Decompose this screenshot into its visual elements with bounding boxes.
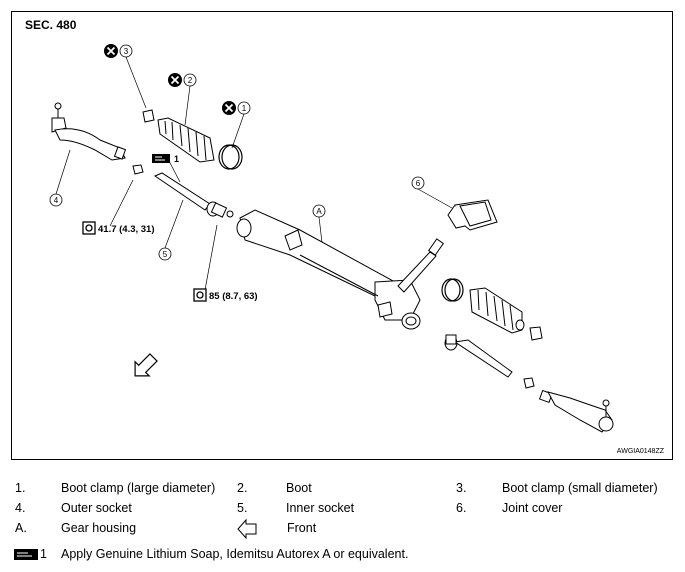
legend-num-6: 6. <box>456 501 467 515</box>
torque-outer-label: 41.7 (4.3, 31) <box>98 224 155 235</box>
legend-num-4: 4. <box>15 501 26 515</box>
legend-text-A: Gear housing <box>61 521 137 535</box>
outer-socket-right <box>538 389 614 433</box>
boot-clamp-large <box>218 144 243 170</box>
legend-num-2: 2. <box>237 481 248 495</box>
legend-text-2: Boot <box>286 481 312 495</box>
torque-wrench-icon <box>82 221 96 235</box>
legend-grease-text: Apply Genuine Lithium Soap, Idemitsu Aut… <box>61 547 409 561</box>
do-not-reuse-icon <box>167 72 183 88</box>
legend-text-6: Joint cover <box>502 501 563 515</box>
callout-2-text: 2 <box>188 76 193 85</box>
legend-text-5: Inner socket <box>286 501 355 515</box>
figure-code: AWGIA0148ZZ <box>616 448 664 455</box>
do-not-reuse-icon <box>221 100 237 116</box>
do-not-reuse-icon <box>103 43 119 59</box>
outer-socket-left <box>51 102 127 161</box>
boot-right <box>469 287 525 334</box>
torque-inner-label: 85 (8.7, 63) <box>209 291 258 302</box>
torque-wrench-icon <box>193 288 207 302</box>
grease-mark-label: 1 <box>174 154 179 164</box>
legend-grease-num: 1 <box>40 547 47 561</box>
inner-socket-left <box>153 172 234 218</box>
legend-num-5: 5. <box>237 501 248 515</box>
diagram-frame: SEC. 480 AWGIA0148ZZ <box>11 11 673 460</box>
joint-cover <box>447 199 498 231</box>
boot-left <box>157 117 215 163</box>
legend-num-1: 1. <box>15 481 26 495</box>
grease-icon <box>152 154 170 163</box>
legend-num-A: A. <box>15 521 27 535</box>
boot-clamp-small <box>142 109 155 123</box>
legend-front-text: Front <box>287 521 317 535</box>
callout-3-text: 3 <box>124 47 129 56</box>
grease-icon <box>14 549 38 560</box>
callout-6-text: 6 <box>416 179 421 188</box>
legend-text-3: Boot clamp (small diameter) <box>502 481 658 495</box>
callout-5-text: 5 <box>163 250 168 259</box>
section-title: SEC. 480 <box>25 18 77 32</box>
callout-1-text: 1 <box>242 104 247 113</box>
lock-nut-left <box>132 164 144 175</box>
callout-A-text: A <box>316 207 322 216</box>
front-arrow-icon <box>134 353 158 377</box>
front-arrow-icon <box>237 518 257 540</box>
boot-clamp-small-right <box>529 326 543 341</box>
legend-text-4: Outer socket <box>61 501 132 515</box>
gear-housing <box>236 209 444 330</box>
legend-num-3: 3. <box>456 481 467 495</box>
inner-socket-right <box>444 334 513 378</box>
callout-4-text: 4 <box>54 196 59 205</box>
boot-clamp-large-right <box>441 278 464 302</box>
lock-nut-right <box>523 377 535 389</box>
legend-text-1: Boot clamp (large diameter) <box>61 481 216 495</box>
